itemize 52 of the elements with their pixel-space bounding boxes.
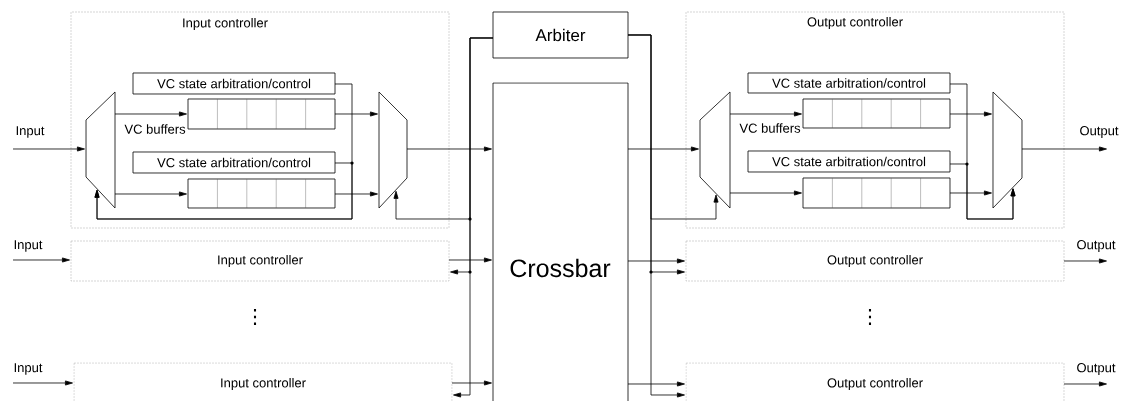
control-box: VC state arbitration/control xyxy=(747,72,951,94)
arrow xyxy=(94,162,353,220)
arrow xyxy=(12,257,70,263)
arrow xyxy=(451,380,492,386)
trapezoid-block xyxy=(378,91,408,209)
control-box: VC state arbitration/control xyxy=(132,72,336,95)
edge-label: Output xyxy=(1077,240,1116,252)
arrow xyxy=(627,34,685,398)
buffer-caption: VC buffers xyxy=(124,124,186,134)
trapezoid-block xyxy=(699,91,731,209)
edge-label: Input xyxy=(14,363,43,375)
arrow xyxy=(949,111,992,117)
arrow xyxy=(334,111,378,117)
buffer-queue xyxy=(802,98,951,129)
arrow xyxy=(448,257,492,263)
buffer-queue xyxy=(187,178,336,209)
arrow xyxy=(114,111,187,117)
trapezoid-block xyxy=(85,91,116,209)
edge-label: Output xyxy=(1077,363,1116,375)
arrow xyxy=(114,191,187,197)
controller-box: Input controller xyxy=(70,240,450,282)
vertical-ellipsis: ⋮ xyxy=(253,308,257,326)
trapezoid-block xyxy=(992,91,1023,209)
arrow xyxy=(1063,381,1107,387)
edge-label: Input xyxy=(14,240,43,252)
edge-label: Output xyxy=(1080,126,1119,138)
arrow xyxy=(729,190,802,196)
crossbar-box: Crossbar xyxy=(492,82,629,401)
arrow xyxy=(406,146,492,152)
buffer-caption: VC buffers xyxy=(739,123,801,133)
control-box: VC state arbitration/control xyxy=(747,150,951,173)
arrow xyxy=(949,190,992,196)
controller-box: Input controller xyxy=(73,362,453,401)
arrow xyxy=(453,37,494,398)
controller-box: Output controller xyxy=(685,240,1065,282)
arrow xyxy=(12,146,85,152)
arbiter-box: Arbiter xyxy=(492,11,629,59)
buffer-queue xyxy=(802,177,951,209)
arrow xyxy=(627,146,699,152)
arrow xyxy=(334,191,378,197)
arrow xyxy=(729,111,802,117)
control-box: VC state arbitration/control xyxy=(132,151,336,174)
arrow xyxy=(627,381,685,387)
edge-label: Input xyxy=(16,126,45,138)
controller-box: Output controller xyxy=(685,362,1065,401)
arrow xyxy=(627,258,685,264)
buffer-queue xyxy=(187,98,336,130)
arrow xyxy=(1021,146,1107,152)
arrow xyxy=(12,380,73,386)
arrow xyxy=(949,163,1016,220)
vertical-ellipsis: ⋮ xyxy=(868,308,871,326)
arrow xyxy=(1063,258,1107,264)
